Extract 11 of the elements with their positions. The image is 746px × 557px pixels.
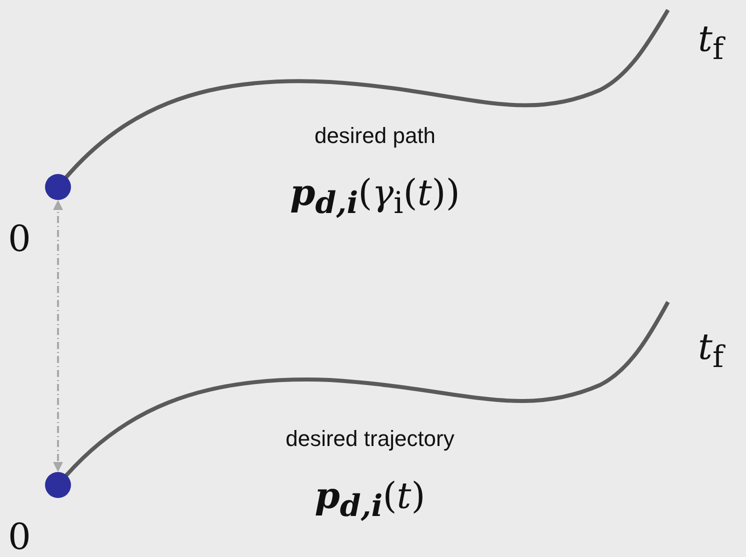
point-dot <box>45 472 71 498</box>
double-arrow <box>53 200 63 472</box>
caption-text: desired path <box>314 125 436 147</box>
time-label: 0 <box>8 520 31 556</box>
time-label: 0 <box>8 222 31 258</box>
caption-text: desired trajectory <box>286 428 454 450</box>
time-label: t$_{f}$ <box>698 22 724 66</box>
point-dot <box>45 174 71 200</box>
formula: p$_{d,i}$(γ$_{i}$(t)) <box>290 175 460 220</box>
time-label: t$_{f}$ <box>698 330 724 374</box>
formula: p$_{d,i}$(t) <box>314 478 426 522</box>
